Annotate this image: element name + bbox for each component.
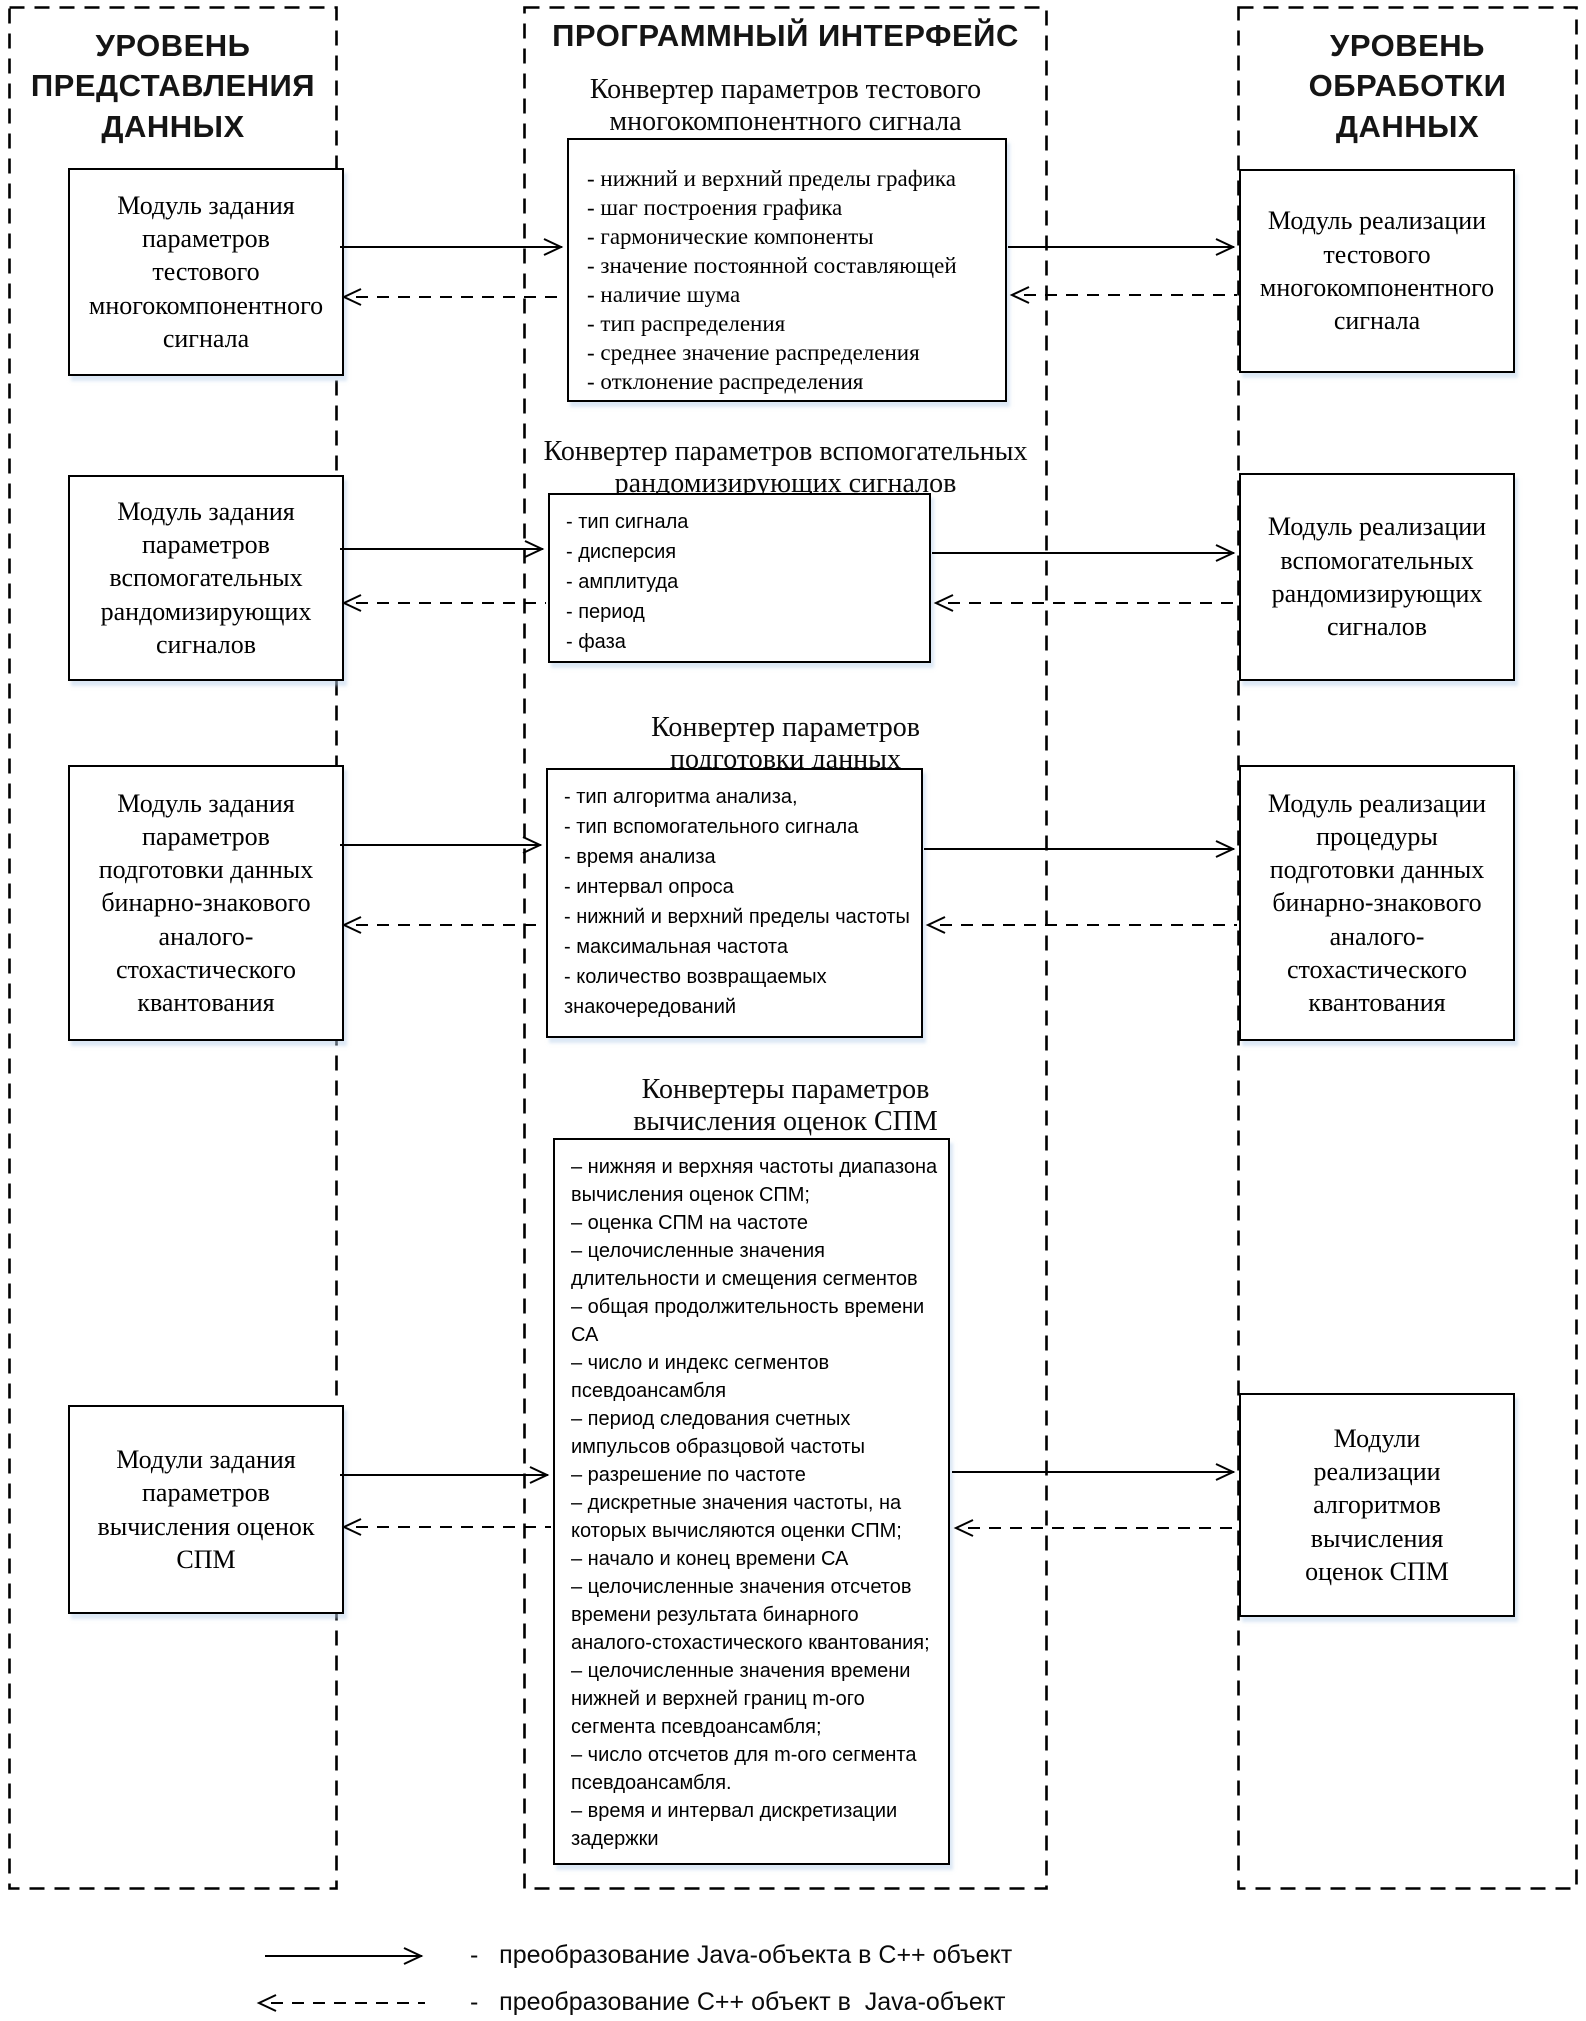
- presentation-level-border: [8, 6, 338, 1890]
- presentation-level-title: УРОВЕНЬ ПРЕДСТАВЛЕНИЯ ДАННЫХ: [30, 28, 316, 144]
- converter-randomizing-params: - тип сигнала - дисперсия - амплитуда - …: [548, 493, 931, 663]
- converter-psd-params: – нижняя и верхняя частоты диапазона выч…: [553, 1138, 950, 1865]
- arrow-java-to-cpp-preparation-right: [924, 840, 1236, 858]
- arrow-java-to-cpp-psd-right: [952, 1463, 1236, 1481]
- arrow-java-to-cpp-test-signal-right: [1008, 238, 1236, 256]
- converter-test-signal-title: Конвертер параметров тестового многокомп…: [589, 74, 982, 138]
- arrow-java-to-cpp-test-signal-left: [340, 238, 564, 256]
- arrow-cpp-to-java-psd-left: [341, 1518, 551, 1536]
- converter-test-signal-params: - нижний и верхний пределы графика - шаг…: [567, 138, 1007, 402]
- arrow-java-to-cpp-psd-left: [340, 1466, 550, 1484]
- processing-level-title: УРОВЕНЬ ОБРАБОТКИ ДАННЫХ: [1308, 28, 1507, 144]
- module-data-preparation-params: Модуль задания параметров подготовки дан…: [68, 765, 344, 1041]
- arrow-cpp-to-java-psd-right: [953, 1519, 1237, 1537]
- module-psd-estimation-params: Модули задания параметров вычисления оце…: [68, 1405, 344, 1614]
- converter-psd-title: Конвертеры параметров вычисления оценок …: [633, 1074, 938, 1138]
- arrow-java-to-cpp-randomizing-right: [932, 544, 1236, 562]
- legend-dashed-label: - преобразование C++ объект в Java-объек…: [470, 1988, 1006, 2016]
- converter-data-preparation-title: Конвертер параметров подготовки данных: [651, 712, 920, 776]
- arrow-java-to-cpp-randomizing-left: [340, 540, 545, 558]
- legend-solid-arrow: [265, 1947, 424, 1965]
- converter-randomizing-title: Конвертер параметров вспомогательных ран…: [543, 436, 1028, 500]
- module-psd-estimation-impl: Модули реализации алгоритмов вычисления …: [1239, 1393, 1515, 1617]
- arrow-cpp-to-java-test-signal-right: [1009, 286, 1237, 304]
- arrow-cpp-to-java-preparation-left: [341, 916, 544, 934]
- module-randomizing-signal-params: Модуль задания параметров вспомогательны…: [68, 475, 344, 681]
- module-test-signal-impl: Модуль реализации тестового многокомпоне…: [1239, 169, 1515, 373]
- program-interface-border: [523, 6, 1048, 1890]
- module-randomizing-signal-impl: Модуль реализации вспомогательных рандом…: [1239, 473, 1515, 681]
- arrow-cpp-to-java-randomizing-right: [933, 594, 1237, 612]
- module-test-signal-params: Модуль задания параметров тестового мног…: [68, 168, 344, 376]
- arrow-java-to-cpp-preparation-left: [340, 836, 543, 854]
- arrow-cpp-to-java-test-signal-left: [341, 288, 565, 306]
- processing-level-border: [1237, 6, 1578, 1890]
- arrow-cpp-to-java-preparation-right: [925, 916, 1237, 934]
- legend-dashed-arrow: [256, 1994, 425, 2012]
- module-data-preparation-impl: Модуль реализации процедуры подготовки д…: [1239, 765, 1515, 1041]
- converter-data-preparation-params: - тип алгоритма анализа, - тип вспомогат…: [546, 768, 923, 1038]
- program-interface-title: ПРОГРАММНЫЙ ИНТЕРФЕЙС: [552, 18, 1019, 53]
- legend-solid-label: - преобразование Java-объекта в C++ объе…: [470, 1941, 1013, 1969]
- arrow-cpp-to-java-randomizing-left: [341, 594, 546, 612]
